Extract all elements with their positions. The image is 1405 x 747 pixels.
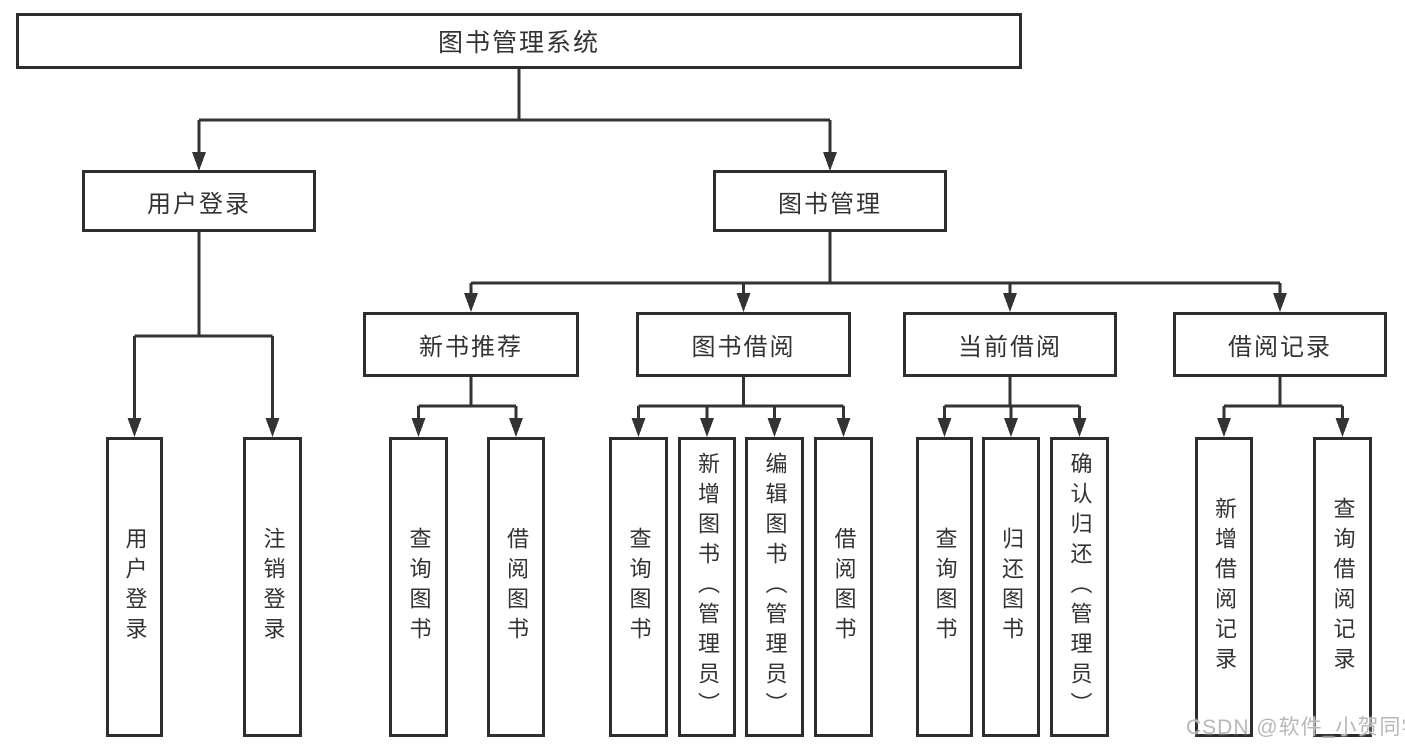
edge-currentborrow-children bbox=[937, 377, 1087, 437]
leaf-rcd-query-record-label: 查询借阅记录 bbox=[1330, 497, 1356, 677]
node-book-borrow-label: 图书借阅 bbox=[691, 334, 796, 361]
leaf-logout: 注销登录 bbox=[243, 437, 302, 737]
leaf-cur-query-book-label: 查询图书 bbox=[932, 527, 958, 647]
node-current-borrow-label: 当前借阅 bbox=[958, 334, 1062, 361]
edge-borrowrecords-children bbox=[1217, 377, 1350, 437]
node-borrow-records: 借阅记录 bbox=[1173, 312, 1387, 377]
node-new-book-rec-label: 新书推荐 bbox=[419, 334, 523, 361]
leaf-rec-query-book: 查询图书 bbox=[389, 437, 448, 737]
edge-bookborrow-children bbox=[631, 377, 851, 437]
leaf-rcd-query-record: 查询借阅记录 bbox=[1313, 437, 1372, 737]
leaf-user-login: 用户登录 bbox=[106, 437, 163, 737]
node-system-root-label: 图书管理系统 bbox=[437, 29, 600, 57]
edge-mgmt-children bbox=[464, 232, 1287, 312]
edge-newbookrec-children bbox=[411, 377, 523, 437]
leaf-cur-confirm-return: 确认归还（管理员） bbox=[1050, 437, 1109, 737]
leaf-rcd-add-record-label: 新增借阅记录 bbox=[1212, 497, 1237, 677]
leaf-rec-borrow-book: 借阅图书 bbox=[487, 437, 545, 737]
node-new-book-rec: 新书推荐 bbox=[363, 312, 579, 377]
node-current-borrow: 当前借阅 bbox=[903, 312, 1117, 377]
leaf-cur-return-book: 归还图书 bbox=[982, 437, 1040, 737]
node-book-mgmt: 图书管理 bbox=[713, 170, 947, 232]
leaf-bor-borrow-book: 借阅图书 bbox=[814, 437, 873, 737]
edge-system-children bbox=[192, 69, 837, 171]
node-user-login: 用户登录 bbox=[82, 170, 316, 232]
leaf-bor-edit-book: 编辑图书（管理员） bbox=[745, 437, 804, 737]
node-borrow-records-label: 借阅记录 bbox=[1228, 334, 1332, 361]
leaf-cur-return-book-label: 归还图书 bbox=[999, 527, 1024, 647]
leaf-user-login-label: 用户登录 bbox=[122, 527, 148, 647]
leaf-bor-borrow-book-label: 借阅图书 bbox=[831, 527, 857, 647]
leaf-rec-query-book-label: 查询图书 bbox=[406, 527, 432, 647]
leaf-cur-confirm-return-label: 确认归还（管理员） bbox=[1067, 452, 1093, 722]
leaf-bor-query-book-label: 查询图书 bbox=[626, 527, 652, 647]
leaf-cur-query-book: 查询图书 bbox=[916, 437, 973, 737]
node-system-root: 图书管理系统 bbox=[16, 13, 1022, 69]
leaf-logout-label: 注销登录 bbox=[260, 527, 286, 647]
csdn-watermark: CSDN @软件_小贺同学 bbox=[1186, 716, 1405, 739]
node-book-mgmt-label: 图书管理 bbox=[778, 190, 882, 218]
leaf-bor-add-book-label: 新增图书（管理员） bbox=[695, 452, 720, 722]
leaf-bor-query-book: 查询图书 bbox=[609, 437, 668, 737]
edge-login-children bbox=[127, 232, 280, 437]
leaf-bor-edit-book-label: 编辑图书（管理员） bbox=[762, 452, 788, 722]
node-book-borrow: 图书借阅 bbox=[636, 312, 851, 377]
node-user-login-label: 用户登录 bbox=[147, 190, 251, 218]
leaf-bor-add-book: 新增图书（管理员） bbox=[678, 437, 736, 737]
leaf-rec-borrow-book-label: 借阅图书 bbox=[504, 527, 529, 647]
leaf-rcd-add-record: 新增借阅记录 bbox=[1195, 437, 1253, 737]
